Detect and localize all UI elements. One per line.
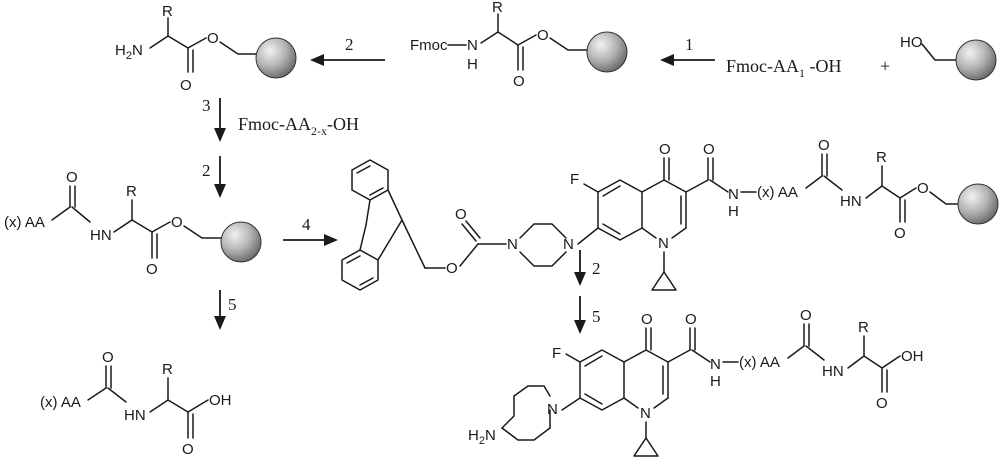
reagent-fmoc-aa2x: Fmoc-AA2-x-OH <box>238 114 359 138</box>
step-5-label: 5 <box>592 307 601 326</box>
resin-bead <box>955 39 997 81</box>
quinolone-peptide-acid: H2N N F O N O N H (x) AA <box>468 307 924 457</box>
resin-bead <box>957 183 999 225</box>
arrow-step-1: 1 <box>660 35 715 66</box>
r-group-label: R <box>162 361 173 378</box>
step-1-label: 1 <box>685 35 694 54</box>
arrow-step-4: 4 <box>283 215 338 246</box>
r-group-label: R <box>858 319 869 336</box>
amide-o-label: O <box>685 311 697 328</box>
fmoc-aa1-resin: Fmoc N H R O O <box>410 0 628 90</box>
arrow-step-5-right: 5 <box>574 296 601 334</box>
amine-label: H2N <box>115 42 143 62</box>
amine-label: H2N <box>468 427 496 447</box>
amide-n-label: N <box>710 356 721 373</box>
reagent-fmoc-aa1: Fmoc-AA1 -OH <box>726 56 842 80</box>
ester-o-label: O <box>917 180 929 197</box>
amide-h-label: H <box>728 203 739 220</box>
cyclopropyl <box>633 437 659 457</box>
arrow-step-2-top: 2 <box>310 35 385 66</box>
amide-h-label: H <box>467 56 478 73</box>
hn-label: HN <box>822 363 844 380</box>
carbonyl-o-label: O <box>800 307 812 324</box>
r-group-label: R <box>876 149 887 166</box>
x-aa-label: (x) AA <box>739 354 780 371</box>
fmoc-quinolone-peptide-resin: O O N N F O N O N H <box>341 137 999 291</box>
carbonyl-o-label: O <box>182 441 194 458</box>
resin-bead <box>586 31 628 73</box>
resin-bead <box>255 37 297 79</box>
arrow-step-5-left: 5 <box>214 290 237 330</box>
amide-h-label: H <box>710 373 721 390</box>
peptide-resin: (x) AA O HN R O O <box>4 169 262 278</box>
hn-label: HN <box>840 193 862 210</box>
carbonyl-o-label: O <box>102 349 114 366</box>
fluorine-label: F <box>570 171 579 188</box>
hydroxyl-label: OH <box>901 348 924 365</box>
step-5-label: 5 <box>228 295 237 314</box>
carbamate-co-label: O <box>455 206 467 223</box>
keto-o-label: O <box>641 311 653 328</box>
x-aa-label: (x) AA <box>757 184 798 201</box>
carbonyl-o-label: O <box>146 261 158 278</box>
x-aa-label: (x) AA <box>4 214 45 231</box>
x-aa-label: (x) AA <box>40 394 81 411</box>
step-2-label: 2 <box>592 259 601 278</box>
hn-label: HN <box>124 407 146 424</box>
carbonyl-o-label: O <box>894 225 906 242</box>
step-3-label: 3 <box>202 96 211 115</box>
amide-o-label: O <box>703 141 715 158</box>
resin-bead <box>220 221 262 263</box>
quinolone-n-label: N <box>640 405 651 422</box>
r-group-label: R <box>492 0 503 16</box>
carbonyl-o-label: O <box>876 395 888 412</box>
r-group-label: R <box>126 183 137 200</box>
amide-n-label: N <box>728 186 739 203</box>
cyclopropyl <box>651 271 677 291</box>
amide-n-label: N <box>467 37 478 54</box>
quinolone-benzo-ring <box>579 349 625 411</box>
ester-o-label: O <box>207 30 219 47</box>
quinolone-n-label: N <box>658 235 669 252</box>
carbonyl-o-label: O <box>66 169 78 186</box>
carbonyl-o-label: O <box>818 137 830 154</box>
fmoc-label: Fmoc <box>410 37 448 54</box>
arrow-step-3 <box>214 98 226 142</box>
hydroxyl-label: HO <box>900 34 923 51</box>
step-4-label: 4 <box>302 215 311 234</box>
plus-sign: + <box>880 56 890 76</box>
resin-hydroxymethyl: HO <box>900 34 997 81</box>
arrow-step-2-right: 2 <box>574 250 601 286</box>
carbamate-o-label: O <box>446 260 458 277</box>
hn-label: HN <box>90 227 112 244</box>
keto-o-label: O <box>659 141 671 158</box>
step-2-label: 2 <box>345 35 354 54</box>
free-peptide: (x) AA O HN R O OH <box>40 349 232 458</box>
r-group-label: R <box>162 3 173 20</box>
carbonyl-o-label: O <box>513 73 525 90</box>
ester-o-label: O <box>171 214 183 231</box>
h2n-aa1-resin: H2N R O O <box>115 3 297 94</box>
piperazine-n-label: N <box>507 236 518 253</box>
fluorine-label: F <box>552 345 561 362</box>
hydroxyl-label: OH <box>209 392 232 409</box>
ester-o-label: O <box>537 27 549 44</box>
step-2-label: 2 <box>202 161 211 180</box>
piperazine-n-label: N <box>547 401 558 418</box>
piperazine-n-label: N <box>563 236 574 253</box>
arrow-step-2-mid: 2 <box>202 156 226 198</box>
quinolone-benzo-ring <box>597 179 643 241</box>
carbonyl-o-label: O <box>180 77 192 94</box>
